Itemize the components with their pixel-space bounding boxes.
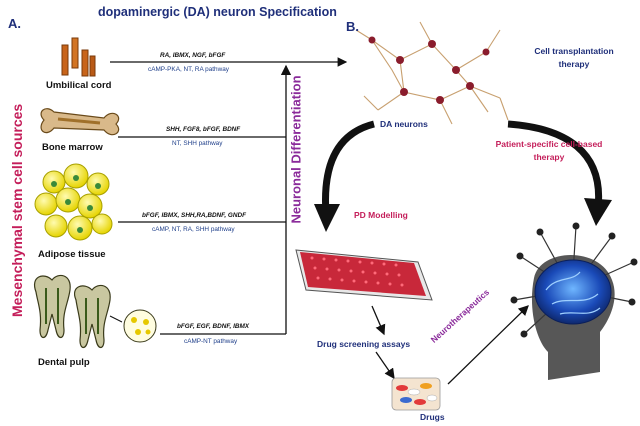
pathway-dental-pulp: cAMP-NT pathway <box>184 338 238 345</box>
pathway-adipose: cAMP, NT, RA, SHH pathway <box>152 226 235 233</box>
source-label-bone-marrow: Bone marrow <box>42 142 103 153</box>
mesenchymal-label: Mesenchymal stem cell sources <box>9 103 25 317</box>
factors-adipose: bFGF, IBMX, SHH,RA,BDNF, GNDF <box>142 212 247 219</box>
well-plate-icon <box>295 249 433 301</box>
cell-transplantation-label: Cell transplantation therapy <box>534 46 614 69</box>
drug-screening-label: Drug screening assays <box>317 339 411 349</box>
factors-dental-pulp: bFGF, EGF, BDNF, IBMX <box>177 323 250 330</box>
factors-umbilical: RA, IBMX, NGF, bFGF <box>160 52 226 59</box>
neuronal-differentiation-label: Neuronal Differentiation <box>288 75 304 224</box>
curved-arrow-right-head <box>584 198 612 226</box>
curved-arrow-right <box>507 120 603 209</box>
factors-bone-marrow: SHH, FGF8, bFGF, BDNF <box>166 126 241 133</box>
figure-title: dopaminergic (DA) neuron Specification <box>98 5 337 19</box>
source-label-adipose: Adipose tissue <box>38 249 106 260</box>
drugs-label: Drugs <box>420 412 445 422</box>
neuron-cell-bodies <box>368 36 490 104</box>
neurotherapeutics-arrow <box>447 305 529 385</box>
plate-to-screening-arrow <box>371 305 386 336</box>
pathway-bone-marrow: NT, SHH pathway <box>172 140 223 147</box>
pathway-umbilical: cAMP-PKA, NT, RA pathway <box>148 66 229 73</box>
screening-to-drugs-arrow <box>375 351 395 380</box>
curved-arrow-left <box>321 120 375 215</box>
curved-arrow-left-head <box>314 204 340 232</box>
panel-b-label: B. <box>346 19 359 34</box>
da-neurons-network <box>355 21 509 125</box>
patient-specific-label: Patient-specific cell-based therapy <box>495 139 603 162</box>
source-label-dental-pulp: Dental pulp <box>38 357 90 368</box>
da-neurons-label: DA neurons <box>380 119 428 129</box>
drugs-icon <box>391 377 441 411</box>
pd-modelling-label: PD Modelling <box>354 210 408 220</box>
umbilical-cord-icon <box>61 37 96 77</box>
source-label-umbilical: Umbilical cord <box>46 80 112 91</box>
dental-pulp-icon <box>34 274 157 349</box>
panel-a-label: A. <box>8 16 21 31</box>
brain-head-icon <box>510 222 638 380</box>
adipose-tissue-icon <box>34 163 113 241</box>
bone-marrow-icon <box>40 108 120 136</box>
